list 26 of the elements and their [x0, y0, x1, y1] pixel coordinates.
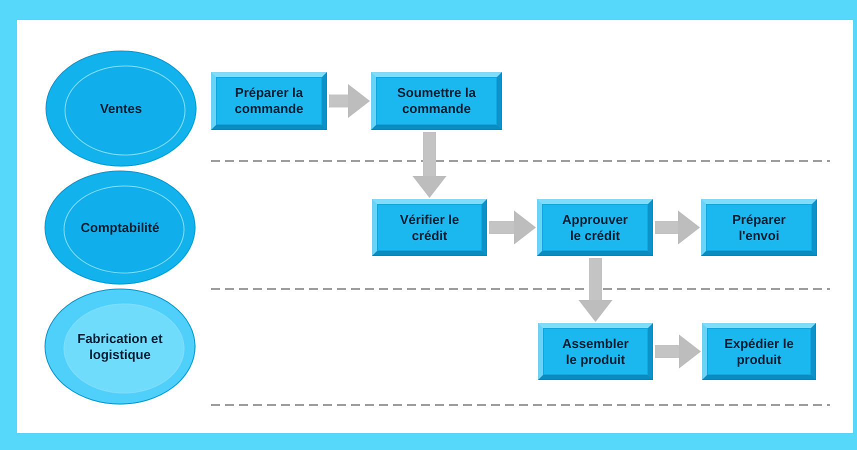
process-box: [538, 323, 653, 380]
process-box: [702, 323, 816, 380]
process-box: [537, 199, 653, 256]
process-box: [372, 199, 487, 256]
node-label: Vérifier le crédit: [398, 212, 460, 244]
node-label: Expédier le produit: [723, 336, 795, 368]
node-label: Fabrication et logistique: [76, 330, 164, 362]
flow-arrow: [489, 210, 536, 244]
flow-arrow: [329, 84, 370, 118]
lane-ellipse: [44, 288, 196, 405]
process-box: [701, 199, 817, 256]
node-label: Approuver le crédit: [561, 212, 629, 244]
lane-ellipse: [45, 50, 197, 167]
node-label: Ventes: [100, 100, 142, 116]
node-label: Préparer la commande: [234, 85, 304, 117]
process-box: [371, 72, 502, 130]
flow-arrow: [655, 334, 701, 368]
flow-arrow: [578, 258, 612, 322]
lane-ellipse: [44, 170, 196, 285]
node-label: Préparer l'envoi: [731, 212, 787, 244]
node-label: Soumettre la commande: [396, 85, 477, 117]
flow-arrow: [655, 210, 700, 244]
node-label: Comptabilité: [80, 220, 160, 236]
process-box: [211, 72, 327, 130]
flow-arrow: [412, 132, 446, 198]
node-label: Assembler le produit: [561, 336, 630, 368]
